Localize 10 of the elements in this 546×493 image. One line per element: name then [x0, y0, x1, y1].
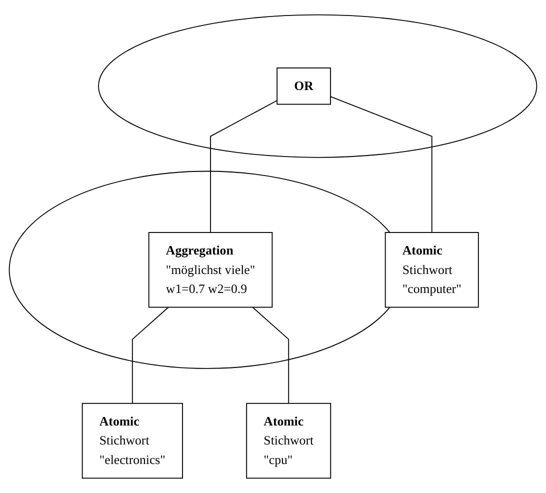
node-box: Atomic Stichwort "computer" — [384, 232, 479, 308]
node-box: Atomic Stichwort "electronics" — [82, 402, 183, 479]
node-box: Atomic Stichwort "cpu" — [246, 402, 332, 479]
connector — [252, 306, 290, 404]
node-box: OR — [276, 68, 331, 105]
connector — [210, 100, 278, 233]
connector — [132, 306, 169, 404]
connector — [330, 96, 432, 233]
cluster — [98, 14, 538, 158]
node-box: Aggregation "möglichst viele" w1=0.7 w2=0.9 — [148, 232, 273, 308]
